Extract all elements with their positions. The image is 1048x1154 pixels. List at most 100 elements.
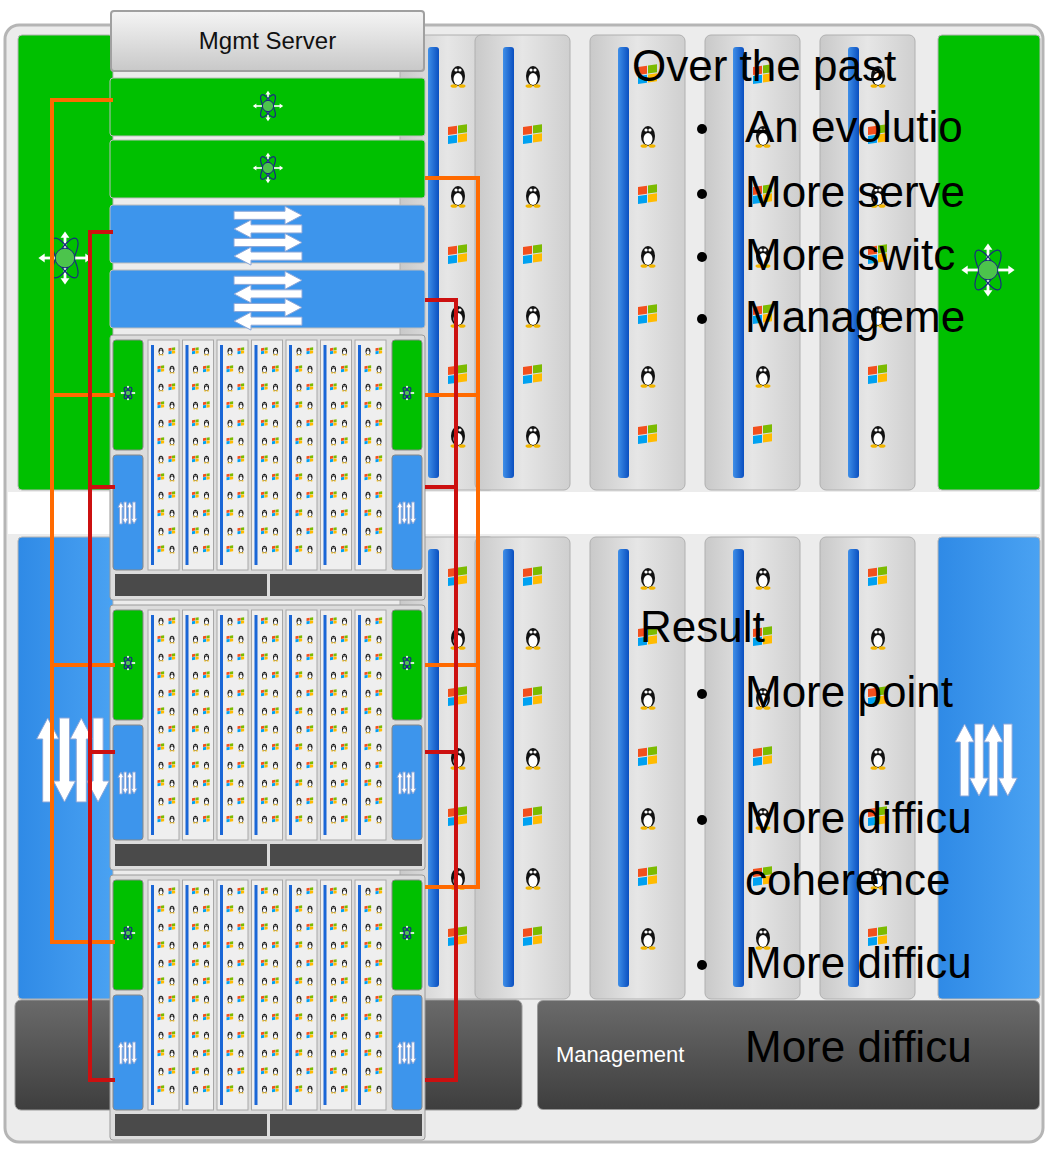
windows-icon	[341, 1013, 348, 1020]
windows-icon	[261, 887, 268, 894]
linux-icon	[307, 744, 312, 752]
linux-icon	[331, 906, 336, 914]
windows-icon	[169, 1067, 176, 1074]
linux-icon	[296, 1032, 301, 1040]
windows-icon	[158, 977, 165, 984]
windows-icon	[169, 1031, 176, 1038]
windows-icon	[376, 725, 383, 732]
linux-icon	[526, 426, 541, 448]
linux-icon	[342, 690, 347, 698]
linux-icon	[296, 762, 301, 770]
windows-icon	[238, 383, 245, 390]
linux-icon	[262, 546, 267, 554]
windows-icon	[330, 725, 337, 732]
windows-icon	[365, 1049, 372, 1056]
windows-icon	[261, 347, 268, 354]
windows-icon	[365, 977, 372, 984]
windows-icon	[238, 491, 245, 498]
windows-icon	[341, 941, 348, 948]
linux-icon	[193, 744, 198, 752]
linux-icon	[331, 636, 336, 644]
linux-icon	[238, 438, 243, 446]
windows-icon	[307, 689, 314, 696]
linux-icon	[262, 438, 267, 446]
windows-icon	[272, 707, 279, 714]
windows-icon	[272, 1049, 279, 1056]
windows-icon	[261, 1031, 268, 1038]
linux-icon	[262, 366, 267, 374]
windows-icon	[365, 365, 372, 372]
linux-icon	[238, 780, 243, 788]
linux-icon	[307, 438, 312, 446]
linux-icon	[238, 546, 243, 554]
heading-text: coherence	[745, 858, 950, 902]
windows-icon	[238, 887, 245, 894]
windows-icon	[203, 1085, 210, 1092]
linux-icon	[238, 708, 243, 716]
linux-icon	[204, 384, 209, 392]
linux-icon	[158, 456, 163, 464]
linux-icon	[273, 492, 278, 500]
linux-icon	[365, 384, 370, 392]
windows-icon	[448, 124, 467, 144]
linux-icon	[365, 996, 370, 1004]
windows-icon	[296, 1013, 303, 1020]
linux-icon	[238, 636, 243, 644]
linux-icon	[169, 672, 174, 680]
switch-symbol	[37, 718, 110, 802]
switch-symbol	[118, 1042, 137, 1064]
windows-icon	[272, 473, 279, 480]
linux-icon	[193, 906, 198, 914]
linux-icon	[238, 906, 243, 914]
windows-icon	[192, 689, 199, 696]
linux-icon	[169, 438, 174, 446]
windows-icon	[376, 383, 383, 390]
windows-icon	[296, 473, 303, 480]
linux-icon	[158, 1032, 163, 1040]
linux-icon	[296, 924, 301, 932]
windows-icon	[376, 419, 383, 426]
windows-icon	[192, 725, 199, 732]
linux-icon	[376, 366, 381, 374]
windows-icon	[203, 1013, 210, 1020]
windows-icon	[192, 995, 199, 1002]
windows-icon	[330, 617, 337, 624]
linux-icon	[307, 546, 312, 554]
windows-icon	[192, 653, 199, 660]
windows-icon	[227, 473, 234, 480]
linux-icon	[342, 996, 347, 1004]
windows-icon	[296, 635, 303, 642]
windows-icon	[227, 509, 234, 516]
bullet-text: More point	[745, 670, 953, 714]
windows-icon	[203, 509, 210, 516]
windows-icon	[272, 1085, 279, 1092]
windows-icon	[169, 689, 176, 696]
windows-icon	[227, 941, 234, 948]
windows-icon	[169, 653, 176, 660]
linux-icon	[365, 420, 370, 428]
windows-icon	[307, 887, 314, 894]
linux-icon	[273, 726, 278, 734]
linux-icon	[238, 816, 243, 824]
linux-icon	[204, 924, 209, 932]
windows-icon	[203, 473, 210, 480]
linux-icon	[296, 996, 301, 1004]
linux-icon	[296, 654, 301, 662]
windows-icon	[203, 905, 210, 912]
linux-icon	[342, 762, 347, 770]
blade-chassis	[110, 605, 425, 870]
linux-icon	[342, 798, 347, 806]
bullet-text: More difficu	[745, 796, 972, 840]
windows-icon	[169, 347, 176, 354]
windows-icon	[192, 761, 199, 768]
linux-icon	[296, 348, 301, 356]
linux-icon	[365, 888, 370, 896]
linux-icon	[169, 816, 174, 824]
linux-icon	[238, 402, 243, 410]
windows-icon	[272, 635, 279, 642]
linux-icon	[262, 744, 267, 752]
windows-icon	[158, 437, 165, 444]
linux-icon	[376, 942, 381, 950]
bullet-dot	[697, 815, 707, 825]
linux-icon	[158, 996, 163, 1004]
